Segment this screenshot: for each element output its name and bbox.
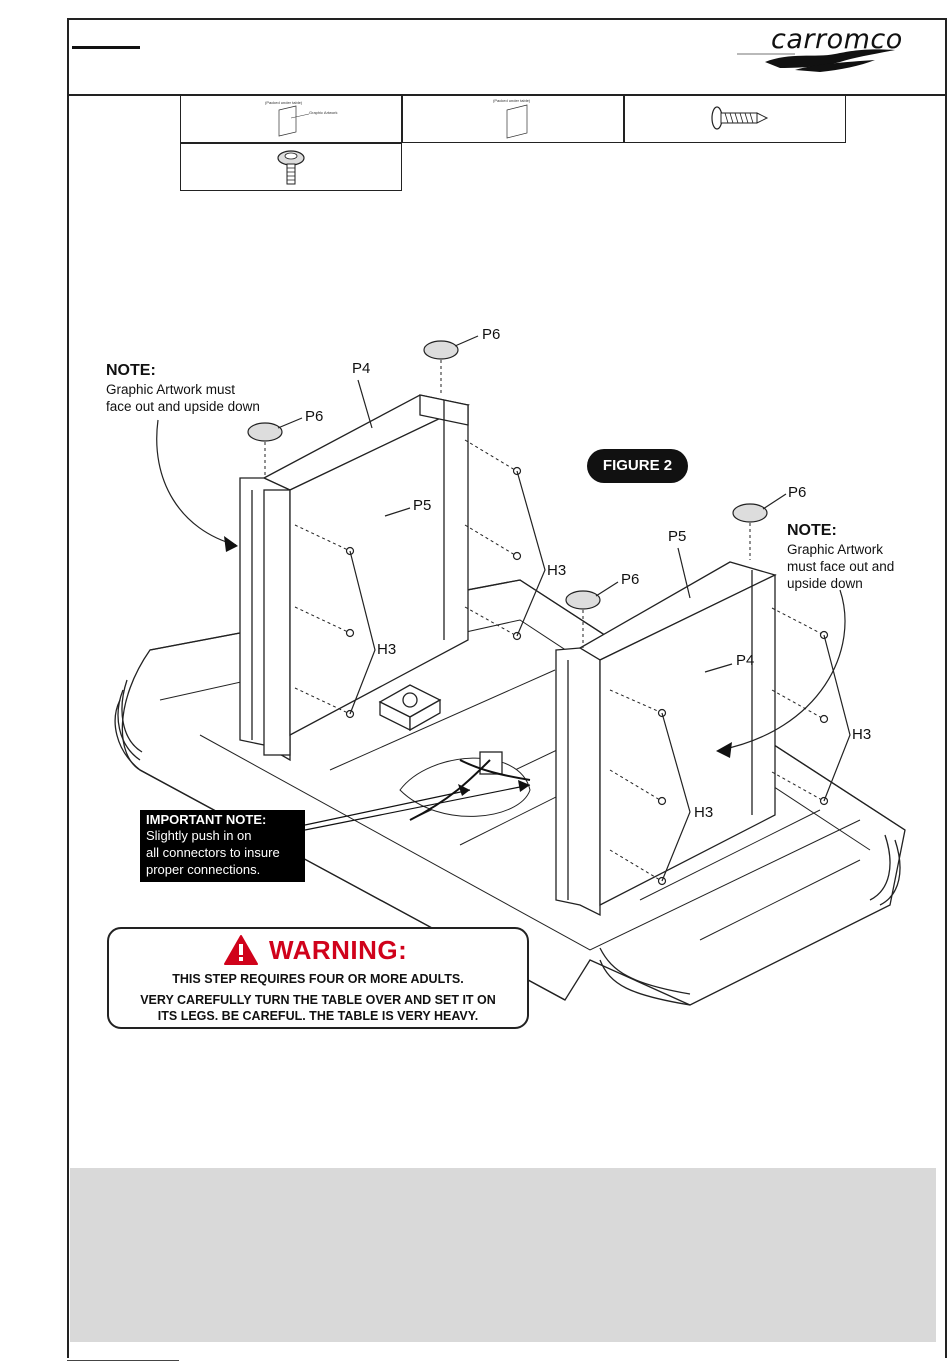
- note-right-line1: Graphic Artwork: [787, 542, 884, 557]
- label-p6: P6: [788, 484, 807, 501]
- logo-swoosh-icon: [737, 49, 895, 72]
- label-h3: H3: [694, 804, 714, 821]
- part-cell-leveler: [180, 143, 402, 191]
- warning-title: WARNING:: [269, 935, 408, 965]
- part-cell-screw: [624, 95, 846, 143]
- note-left-line2: face out and upside down: [106, 399, 260, 414]
- footer-rule: [67, 1360, 179, 1361]
- label-p4: P4: [352, 360, 371, 377]
- note-left-title: NOTE:: [106, 362, 156, 379]
- important-note-title: IMPORTANT NOTE:: [146, 812, 267, 827]
- graphic-panel-icon: [278, 105, 310, 137]
- packed-under-table-label: (Packed under table): [265, 100, 303, 105]
- panel-icon: [506, 104, 528, 139]
- label-p6: P6: [305, 408, 324, 425]
- warning-box: WARNING: THIS STEP REQUIRES FOUR OR MORE…: [107, 927, 529, 1029]
- label-h3: H3: [377, 641, 397, 658]
- note-right-line3: upside down: [787, 576, 863, 591]
- important-note-line3: proper connections.: [146, 862, 261, 877]
- important-note-line2: all connectors to insure: [146, 845, 280, 860]
- label-p6: P6: [482, 326, 501, 343]
- screw-icon: [711, 106, 769, 130]
- carromco-logo: carromco: [735, 24, 915, 74]
- note-left-line1: Graphic Artwork must: [106, 382, 236, 397]
- part-cell-graphic-artwork: (Packed under table) Graphic Artwork: [180, 95, 402, 143]
- label-p5: P5: [668, 528, 687, 545]
- label-p4: P4: [736, 652, 755, 669]
- label-p5: P5: [413, 497, 432, 514]
- grey-footer-panel: [70, 1168, 936, 1342]
- warning-triangle-icon: [224, 935, 258, 965]
- note-right-title: NOTE:: [787, 522, 837, 539]
- leveler-foot-icon: [277, 150, 305, 185]
- label-p6: P6: [621, 571, 640, 588]
- important-note: IMPORTANT NOTE: Slightly push in on all …: [140, 810, 305, 882]
- figure-badge: FIGURE 2: [587, 449, 688, 483]
- warning-line1: THIS STEP REQUIRES FOUR OR MORE ADULTS.: [172, 972, 464, 986]
- warning-instructions: VERY CAREFULLY TURN THE TABLE OVER AND S…: [109, 992, 527, 1024]
- part-cell-panel: (Packed under table): [402, 95, 624, 143]
- warning-line2: VERY CAREFULLY TURN THE TABLE OVER AND S…: [140, 993, 496, 1007]
- label-h3: H3: [852, 726, 872, 743]
- label-h3: H3: [547, 562, 567, 579]
- header-rule: [72, 46, 140, 49]
- important-note-line1: Slightly push in on: [146, 828, 252, 843]
- note-right-line2: must face out and: [787, 559, 895, 574]
- graphic-artwork-label: Graphic Artwork: [309, 110, 338, 115]
- packed-under-table-label-2: (Packed under table): [493, 98, 531, 103]
- warning-line3: ITS LEGS. BE CAREFUL. THE TABLE IS VERY …: [157, 1009, 479, 1023]
